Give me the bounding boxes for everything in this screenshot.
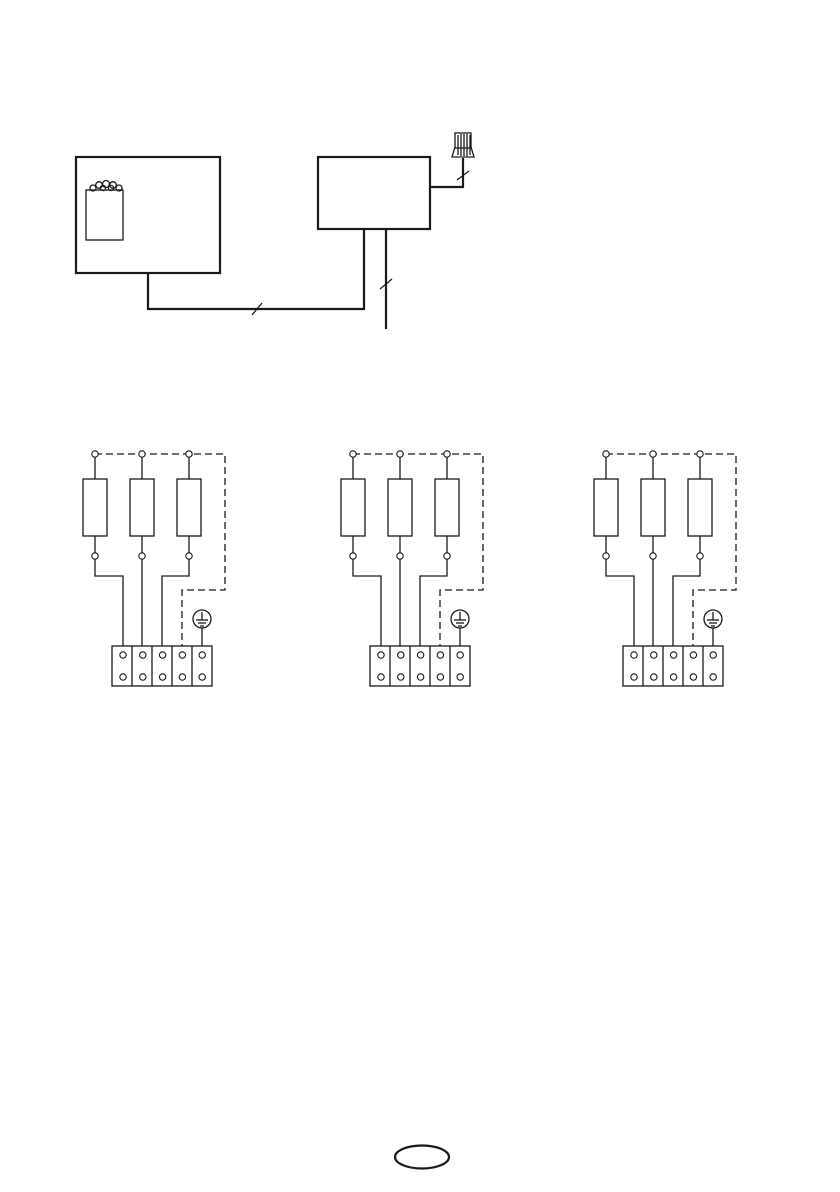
element-top-node xyxy=(650,451,656,457)
element-bottom-node xyxy=(92,553,98,559)
heating-element-1 xyxy=(341,479,365,536)
terminal-screw-top xyxy=(651,652,657,658)
heater-cable xyxy=(148,229,364,309)
terminal-screw-bottom xyxy=(159,674,165,680)
phase-wire-1 xyxy=(95,559,123,646)
terminal-screw-bottom xyxy=(398,674,404,680)
heating-element-1 xyxy=(594,479,618,536)
phase-wire-1 xyxy=(353,559,381,646)
terminal-screw-bottom xyxy=(179,674,185,680)
wiring-variant-1 xyxy=(83,451,225,686)
terminal-screw-bottom xyxy=(631,674,637,680)
element-bottom-node xyxy=(186,553,192,559)
terminal-screw-top xyxy=(690,652,696,658)
system-overview-diagram xyxy=(76,133,474,329)
terminal-screw-bottom xyxy=(378,674,384,680)
terminal-screw-top xyxy=(120,652,126,658)
terminal-screw-bottom xyxy=(710,674,716,680)
terminal-screw-top xyxy=(159,652,165,658)
terminal-screw-top xyxy=(670,652,676,658)
terminal-screw-bottom xyxy=(690,674,696,680)
phase-wire-3 xyxy=(673,559,700,646)
temperature-sensor-icon xyxy=(452,133,474,157)
heating-element-3 xyxy=(177,479,201,536)
element-bottom-node xyxy=(397,553,403,559)
heating-element-3 xyxy=(688,479,712,536)
sauna-heater xyxy=(86,181,123,241)
phase-wire-3 xyxy=(162,559,189,646)
element-bottom-node xyxy=(697,553,703,559)
terminal-screw-top xyxy=(140,652,146,658)
terminal-screw-bottom xyxy=(670,674,676,680)
heating-element-2 xyxy=(641,479,665,536)
wiring-variants xyxy=(83,451,736,686)
phase-wire-1 xyxy=(606,559,634,646)
terminal-screw-bottom xyxy=(417,674,423,680)
terminal-screw-bottom xyxy=(651,674,657,680)
sensor-cable xyxy=(430,158,463,187)
terminal-screw-bottom xyxy=(140,674,146,680)
sauna-room-box xyxy=(76,157,220,273)
terminal-screw-top xyxy=(398,652,404,658)
element-top-node xyxy=(603,451,609,457)
element-bottom-node xyxy=(139,553,145,559)
heater-body xyxy=(86,190,123,240)
element-bottom-node xyxy=(444,553,450,559)
element-top-node xyxy=(444,451,450,457)
heating-element-2 xyxy=(130,479,154,536)
terminal-screw-top xyxy=(199,652,205,658)
heating-element-3 xyxy=(435,479,459,536)
terminal-screw-top xyxy=(457,652,463,658)
wiring-variant-3 xyxy=(594,451,736,686)
terminal-screw-bottom xyxy=(457,674,463,680)
element-top-node xyxy=(350,451,356,457)
heating-element-1 xyxy=(83,479,107,536)
element-top-node xyxy=(139,451,145,457)
control-unit-box xyxy=(318,157,430,229)
element-top-node xyxy=(186,451,192,457)
terminal-screw-top xyxy=(179,652,185,658)
terminal-screw-top xyxy=(710,652,716,658)
phase-wire-3 xyxy=(420,559,447,646)
element-top-node xyxy=(697,451,703,457)
terminal-screw-bottom xyxy=(199,674,205,680)
element-bottom-node xyxy=(603,553,609,559)
terminal-screw-bottom xyxy=(437,674,443,680)
wiring-variant-2 xyxy=(341,451,483,686)
element-bottom-node xyxy=(650,553,656,559)
element-top-node xyxy=(397,451,403,457)
terminal-screw-bottom xyxy=(120,674,126,680)
terminal-screw-top xyxy=(378,652,384,658)
terminal-screw-top xyxy=(417,652,423,658)
element-bottom-node xyxy=(350,553,356,559)
element-top-node xyxy=(92,451,98,457)
heating-element-2 xyxy=(388,479,412,536)
page-number-oval xyxy=(395,1146,449,1169)
terminal-screw-top xyxy=(631,652,637,658)
terminal-screw-top xyxy=(437,652,443,658)
